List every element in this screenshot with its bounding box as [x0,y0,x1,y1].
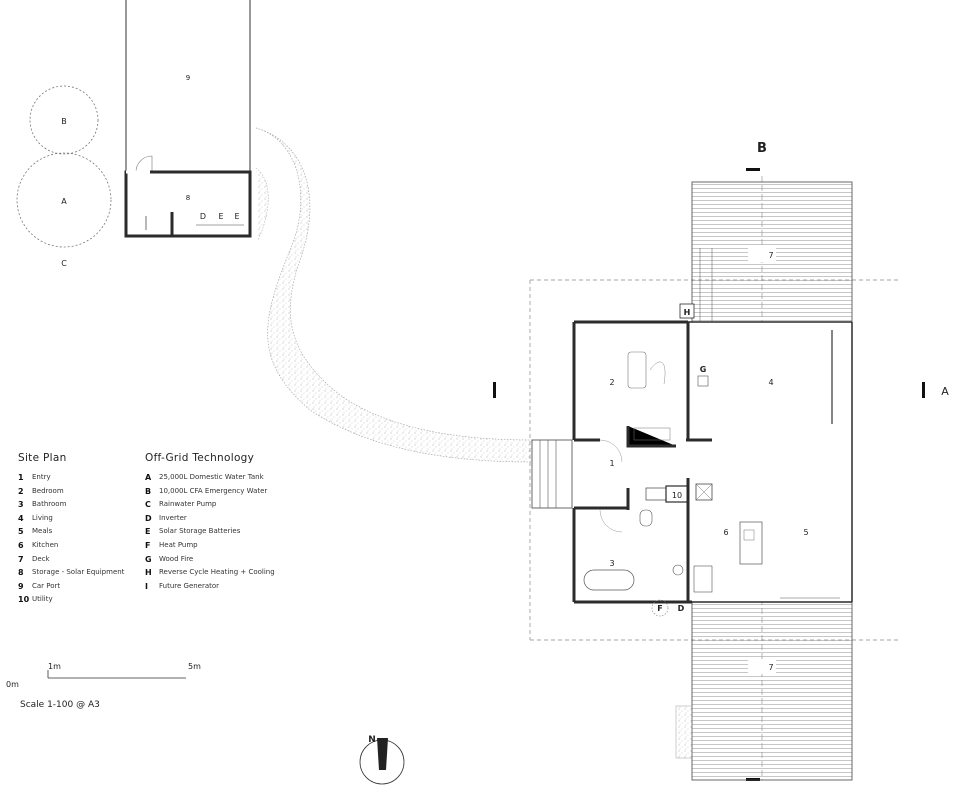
meals-label: 5 [803,528,808,537]
bathroom-label: 3 [609,559,614,568]
carport-outline: 9 [125,0,251,173]
inverter-label: D [200,212,206,221]
water-tank-b: B [29,85,99,155]
pump-c-label: C [61,259,67,268]
scale-note: Scale 1-100 @ A3 [20,700,100,710]
deck-top-label: 7 [768,251,773,260]
battery-label-1: E [218,212,223,221]
wood-fire-label: G [700,365,707,374]
kitchen-label: 6 [723,528,728,537]
north-arrow: N [359,735,405,785]
rc-unit-label: H [684,308,691,317]
deck-bottom-label: 7 [768,663,773,672]
section-a-tick-right [922,382,925,398]
path-branch [255,167,269,241]
deck-bottom: 7 [675,599,853,781]
scale-0m: 0m [6,680,19,689]
scale-1m: 1m [48,662,61,671]
heat-pump-symbol [651,599,669,617]
entry-steps [531,439,573,509]
house-inverter-label: D [678,604,685,613]
scale-5m: 5m [188,662,201,671]
carport-label: 9 [186,74,190,82]
entry-label: 1 [609,459,614,468]
north-label: N [368,735,376,745]
tank-a-label: A [61,197,67,206]
gravel-path [255,127,533,463]
section-a-tick-left [493,382,496,398]
living-label: 4 [768,378,773,387]
utility-label: 10 [672,491,682,500]
section-b-label: B [757,141,767,156]
storage-shed: 8 D E E [124,170,252,238]
water-tank-a: A [16,152,112,248]
battery-label-2: E [234,212,239,221]
house-plan: 10 2 1 3 4 5 6 G [572,320,853,604]
section-b-tick-top [746,168,760,171]
bedroom-label: 2 [609,378,614,387]
tank-b-label: B [61,117,67,126]
scale-bar-graphic [47,670,186,679]
rc-unit-box [679,303,695,319]
heat-pump-label: F [657,604,662,613]
site-plan-title: Site Plan [18,452,67,464]
deck-top: 7 [691,181,853,323]
off-grid-title: Off-Grid Technology [145,452,255,464]
scale-bar: 1m 5m 0m [0,660,260,720]
storage-label: 8 [186,194,190,202]
section-a-label: A [941,385,949,398]
